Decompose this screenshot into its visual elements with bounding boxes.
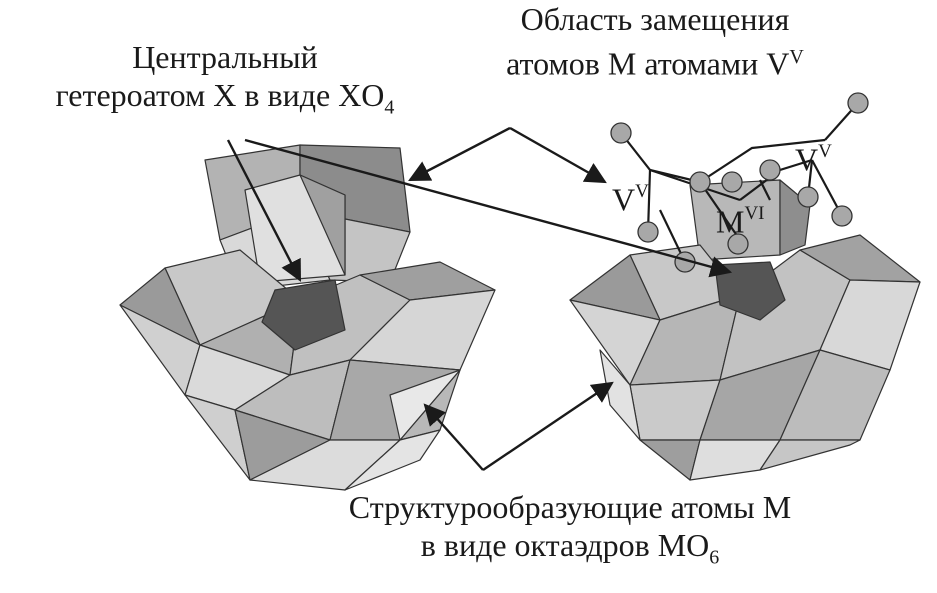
arrow-struct-to-left [423, 403, 484, 471]
label-central-line2: гетероатом X в виде XO4 [55, 77, 395, 119]
atom-sphere [727, 233, 749, 255]
arrows [226, 126, 733, 471]
heteroatom-xo4-left [261, 279, 346, 351]
vanadium-bonds [620, 102, 859, 263]
right-cluster [569, 179, 921, 481]
arrow-center-to-right [244, 138, 733, 278]
arrow-subst-to-left [408, 126, 511, 182]
left-cluster [119, 144, 496, 491]
arrow-center-to-left [226, 139, 302, 282]
label-subst-line1: Область замещения [520, 1, 790, 37]
atom-sphere [689, 171, 711, 193]
atom-sphere [797, 186, 819, 208]
atom-sphere [721, 171, 743, 193]
atom-sphere [759, 159, 781, 181]
label-structural-atoms: Структурообразующие атомы M в виде октаэ… [240, 488, 900, 576]
label-struct-line1: Структурообразующие атомы M [348, 489, 792, 525]
label-central-line1: Центральный [132, 39, 318, 75]
label-struct-line2: в виде октаэдров MO6 [420, 527, 720, 569]
label-subst-line2: атомов M атомами VV [506, 45, 804, 82]
heteroatom-xo4-right [714, 261, 786, 321]
atom-label-v-right: VV [795, 141, 832, 178]
arrow-subst-to-right [509, 126, 607, 184]
atom-label-v-left: VV [612, 181, 649, 218]
atom-sphere [831, 205, 853, 227]
label-central-heteroatom: Центральный гетероатом X в виде XO4 [0, 38, 450, 126]
atom-sphere [610, 122, 632, 144]
arrow-struct-to-right [482, 381, 614, 471]
vanadium-atoms [610, 92, 869, 273]
atom-sphere [847, 92, 869, 114]
atom-sphere [637, 221, 659, 243]
atom-label-m-vi: MVI [716, 203, 765, 240]
label-substitution-area: Область замещения атомов M атомами VV [445, 0, 865, 83]
